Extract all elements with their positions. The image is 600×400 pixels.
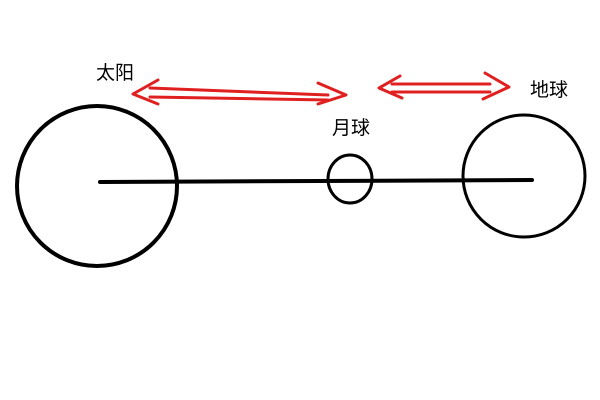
moon-label: 月球: [332, 117, 371, 139]
sun-moon-distance-arrow: [131, 78, 348, 106]
sun-circle: [15, 104, 179, 268]
alignment-line: [98, 178, 534, 184]
earth-circle: [461, 113, 587, 239]
earth-label: 地球: [530, 79, 569, 101]
sun-label: 太阳: [96, 62, 135, 84]
moon-earth-distance-arrow: [377, 71, 511, 101]
